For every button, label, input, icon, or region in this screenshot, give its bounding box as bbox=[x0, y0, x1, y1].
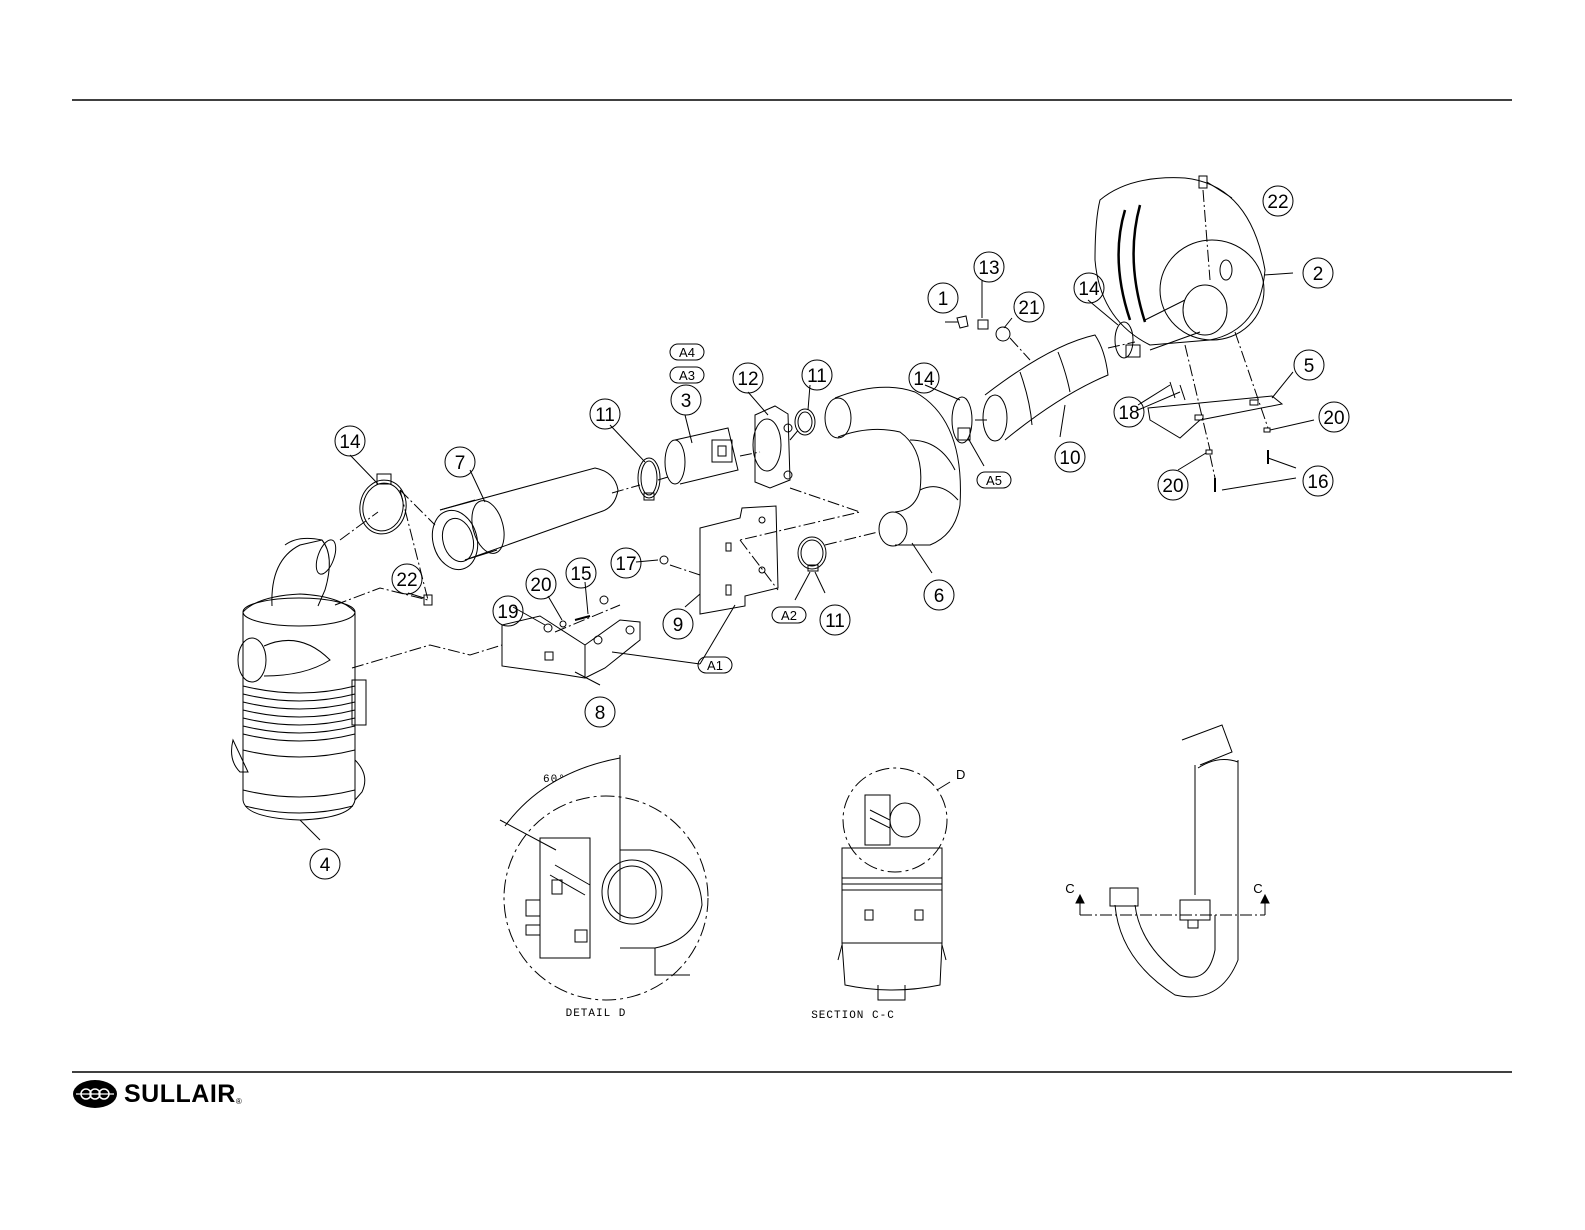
bracket-part-8 bbox=[502, 616, 640, 678]
callout-20-left: 20 bbox=[530, 575, 551, 596]
mounting-plate-part-9 bbox=[700, 506, 778, 614]
washer-part-20-left bbox=[560, 621, 566, 627]
callout-22-left: 22 bbox=[396, 570, 417, 591]
assembly-centerlines bbox=[335, 190, 1268, 668]
callout-11-c: 11 bbox=[825, 611, 845, 632]
air-cleaner-housing-part bbox=[232, 537, 366, 820]
callout-20-right-lower: 20 bbox=[1162, 476, 1183, 497]
callout-numbers: 14 7 11 3 12 11 14 1 13 21 14 22 2 5 18 … bbox=[320, 192, 1345, 876]
bolts-part-16 bbox=[1215, 450, 1268, 492]
angle-label: 60° bbox=[543, 774, 566, 786]
callout-16: 16 bbox=[1307, 472, 1328, 493]
tag-a4: A4 bbox=[679, 345, 695, 360]
intake-tube-part bbox=[426, 468, 618, 575]
callout-5: 5 bbox=[1304, 356, 1315, 377]
sullair-emblem-icon bbox=[72, 1079, 118, 1109]
callout-3: 3 bbox=[681, 391, 692, 412]
callout-6: 6 bbox=[934, 586, 945, 607]
brand-name: SULLAIR bbox=[124, 1080, 236, 1109]
adapter-part-3 bbox=[665, 428, 738, 484]
callout-1: 1 bbox=[938, 289, 949, 310]
section-c-c-view bbox=[838, 768, 950, 1000]
callout-11-a: 11 bbox=[595, 405, 615, 426]
callout-balloons bbox=[310, 186, 1349, 879]
callout-8: 8 bbox=[595, 703, 606, 724]
callout-20-right-upper: 20 bbox=[1323, 408, 1344, 429]
washer-part-20-right-lower bbox=[1206, 450, 1212, 454]
bolt-part-17-upper bbox=[660, 556, 668, 564]
bracket-part-12 bbox=[753, 406, 792, 488]
callout-14-middle: 14 bbox=[913, 369, 935, 390]
bolt-part-17-lower bbox=[600, 596, 608, 604]
u-shaped-hose-part-6 bbox=[825, 387, 960, 546]
detail-d-view bbox=[500, 755, 708, 1000]
callout-4: 4 bbox=[320, 855, 331, 876]
callout-12: 12 bbox=[737, 369, 758, 390]
callout-7: 7 bbox=[455, 453, 466, 474]
reducer-hose-part-10 bbox=[983, 335, 1108, 441]
hose-clamp-14-left bbox=[356, 474, 411, 538]
callout-14-left: 14 bbox=[339, 432, 361, 453]
registered-mark: ® bbox=[236, 1097, 242, 1106]
tag-a3: A3 bbox=[679, 368, 695, 383]
detail-d-caption: DETAIL D bbox=[566, 1008, 627, 1020]
sullair-logo: SULLAIR ® bbox=[72, 1078, 242, 1110]
callout-9: 9 bbox=[673, 615, 684, 636]
callout-13: 13 bbox=[978, 258, 999, 279]
callout-22-right: 22 bbox=[1267, 192, 1288, 213]
callout-17: 17 bbox=[615, 554, 636, 575]
side-view-hose-assembly bbox=[1076, 725, 1269, 997]
section-marker-right: C bbox=[1253, 881, 1262, 896]
callout-18: 18 bbox=[1118, 403, 1139, 424]
hose-clamp-11-upper-left bbox=[638, 458, 660, 500]
hose-clamp-14-middle bbox=[952, 397, 972, 443]
callout-11-b: 11 bbox=[807, 366, 827, 387]
fitting-part-22-left bbox=[424, 595, 432, 605]
hose-clamp-14-right bbox=[1115, 322, 1140, 358]
callout-21: 21 bbox=[1018, 298, 1039, 319]
fitting-part-1 bbox=[957, 316, 968, 328]
callout-15: 15 bbox=[570, 564, 591, 585]
callout-10: 10 bbox=[1059, 448, 1080, 469]
section-c-c-caption: SECTION C-C bbox=[811, 1010, 895, 1022]
precleaner-part-2 bbox=[1095, 176, 1265, 350]
washer-part-20-right-upper bbox=[1264, 428, 1270, 432]
hose-clamp-11-lower bbox=[798, 537, 826, 571]
detail-reference-label: D bbox=[956, 767, 965, 782]
callout-leaders bbox=[300, 182, 1314, 840]
callout-19: 19 bbox=[497, 602, 518, 623]
nut-part-21 bbox=[996, 327, 1010, 341]
tag-a5: A5 bbox=[986, 473, 1002, 488]
callout-14-right: 14 bbox=[1078, 279, 1100, 300]
tag-a2: A2 bbox=[781, 608, 797, 623]
section-marker-left: C bbox=[1065, 881, 1074, 896]
tag-a1: A1 bbox=[707, 658, 723, 673]
fitting-part-13 bbox=[978, 320, 988, 329]
callout-2: 2 bbox=[1313, 264, 1324, 285]
washer-part-19 bbox=[544, 624, 552, 632]
